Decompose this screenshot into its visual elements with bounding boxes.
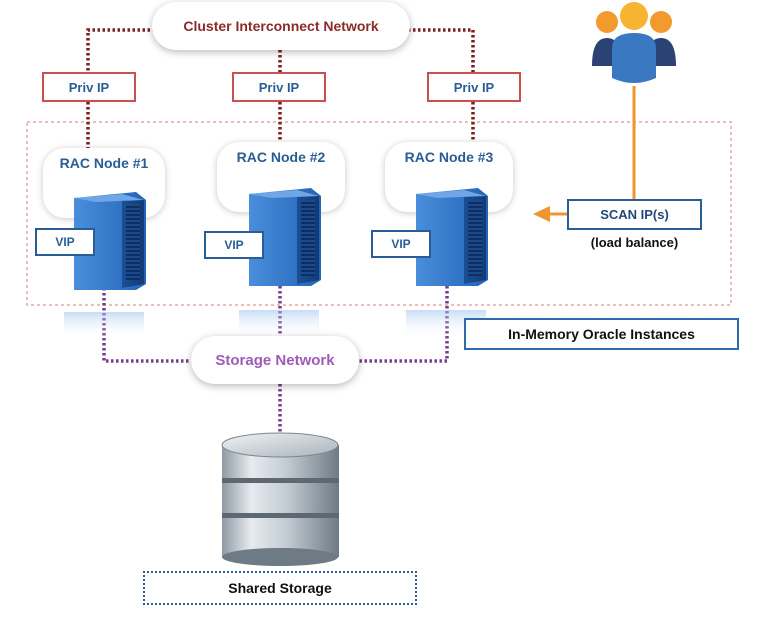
scan-ip-box: SCAN IP(s) xyxy=(567,199,702,230)
database-icon xyxy=(221,432,339,566)
instances-frame xyxy=(26,121,732,306)
vip-box-3: VIP xyxy=(371,230,431,258)
server-icon xyxy=(74,192,146,290)
load-balance-note: (load balance) xyxy=(590,235,679,250)
priv-ip-box-3: Priv IP xyxy=(427,72,521,102)
arrow-left-icon xyxy=(533,206,550,222)
priv-ip-box-1: Priv IP xyxy=(42,72,136,102)
vip-box-2: VIP xyxy=(204,231,264,259)
priv-ip-box-2: Priv IP xyxy=(232,72,326,102)
server-icon xyxy=(416,188,488,286)
shared-storage-label: Shared Storage xyxy=(143,571,417,605)
users-group-icon xyxy=(592,2,676,83)
server-icon xyxy=(249,188,321,286)
storage-network-label: Storage Network xyxy=(191,336,359,384)
vip-box-1: VIP xyxy=(35,228,95,256)
cluster-interconnect-label: Cluster Interconnect Network xyxy=(152,2,410,50)
in-memory-instances-label: In-Memory Oracle Instances xyxy=(464,318,739,350)
